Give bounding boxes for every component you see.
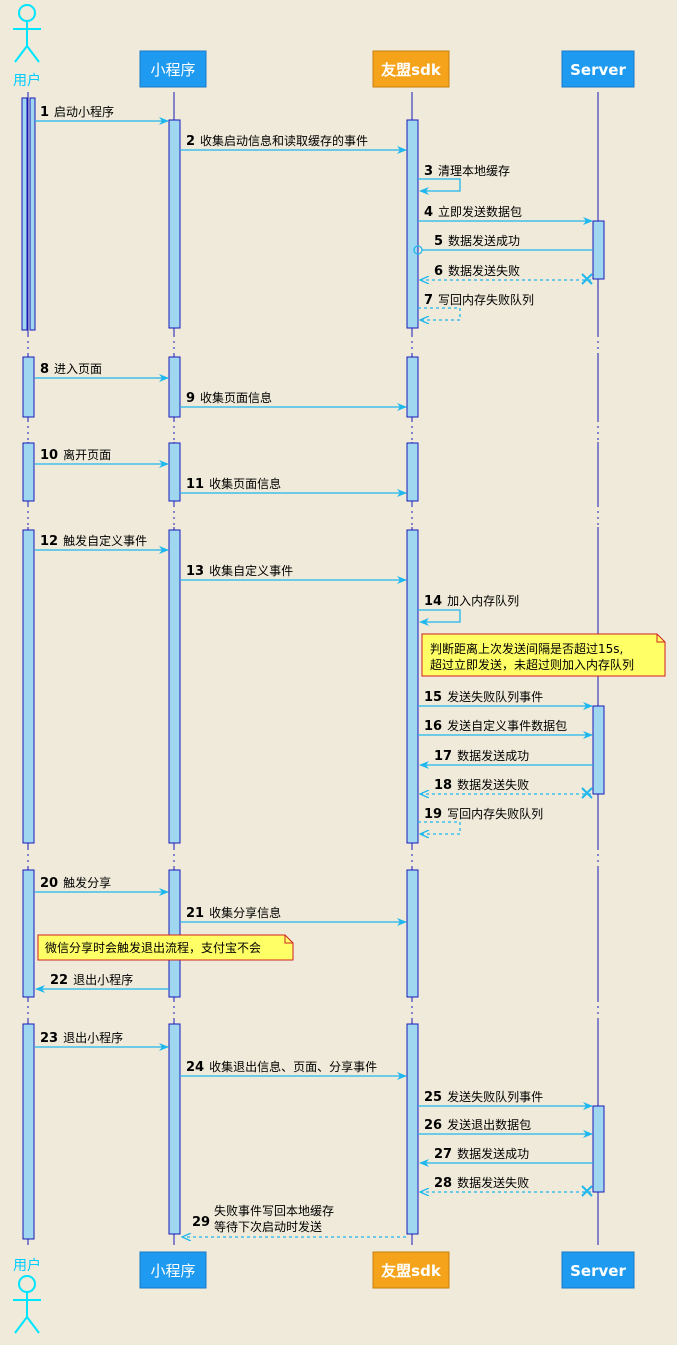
activation-user	[22, 869, 35, 998]
note-share-text: 微信分享时会触发退出流程，支付宝不会	[45, 940, 261, 955]
failure-x-icon	[581, 273, 593, 285]
activation-user	[22, 529, 35, 844]
participants-bottom: 用户 小程序 友盟sdk Server	[13, 1251, 635, 1334]
activation-user	[22, 1023, 35, 1240]
participant-sdk-bottom	[372, 1251, 450, 1289]
activation-server	[592, 220, 605, 280]
participant-miniapp-label-bottom: 小程序	[150, 1262, 195, 1280]
note-interval-line2: 超过立即发送，未超过则加入内存队列	[430, 657, 634, 672]
participant-user-label-bottom: 用户	[13, 1257, 41, 1274]
activation-sdk	[406, 119, 419, 329]
participant-server-label: Server	[570, 61, 626, 79]
activation-miniapp	[168, 869, 181, 998]
activation-server	[592, 1105, 605, 1193]
message-label-text: 失败事件写回本地缓存	[214, 1203, 334, 1218]
actor-user-icon	[13, 1275, 41, 1334]
activation-sdk	[406, 869, 419, 998]
activation-miniapp	[168, 119, 181, 329]
failure-x-icon	[581, 787, 593, 799]
note-send-interval: 判断距离上次发送间隔是否超过15s, 超过立即发送，未超过则加入内存队列	[421, 633, 666, 677]
message-arrow	[413, 245, 423, 255]
participant-miniapp	[139, 50, 207, 88]
activation-sdk	[406, 529, 419, 844]
participant-sdk	[372, 50, 450, 88]
message-label-num: 29	[192, 1215, 210, 1230]
participant-server-bottom	[561, 1251, 635, 1289]
participant-user-label: 用户	[13, 72, 41, 89]
failure-x-icon	[581, 1185, 593, 1197]
message-arrow	[418, 609, 461, 626]
message-arrow	[418, 307, 461, 320]
activation-miniapp	[168, 356, 181, 418]
activation-miniapp	[168, 529, 181, 844]
participant-server-label-bottom: Server	[570, 1262, 626, 1280]
activation-server	[592, 705, 605, 795]
activation-sdk	[406, 1023, 419, 1235]
participant-sdk-label: 友盟sdk	[381, 61, 442, 79]
participant-miniapp-bottom	[139, 1251, 207, 1289]
activation-sdk	[406, 356, 419, 418]
activation-user	[22, 356, 35, 418]
activations	[21, 97, 605, 1240]
actor-user-icon	[13, 4, 41, 63]
note-share: 微信分享时会触发退出流程，支付宝不会	[37, 934, 294, 961]
activation-miniapp	[168, 442, 181, 502]
participant-server	[561, 50, 635, 88]
activation-user	[21, 97, 28, 331]
activation-user	[29, 97, 36, 331]
note-interval-line1: 判断距离上次发送间隔是否超过15s,	[430, 641, 623, 656]
participants-top: 用户 小程序 友盟sdk Server	[13, 4, 635, 89]
message-arrow	[418, 821, 461, 834]
participant-miniapp-label: 小程序	[150, 61, 195, 79]
message-arrow	[418, 178, 461, 195]
participant-sdk-label-bottom: 友盟sdk	[381, 1262, 442, 1280]
message-label-text2: 等待下次启动时发送	[214, 1219, 322, 1234]
activation-user	[22, 442, 35, 502]
arrows	[35, 117, 593, 1237]
lost-message-icons	[581, 273, 593, 1197]
activation-sdk	[406, 442, 419, 502]
activation-miniapp	[168, 1023, 181, 1235]
